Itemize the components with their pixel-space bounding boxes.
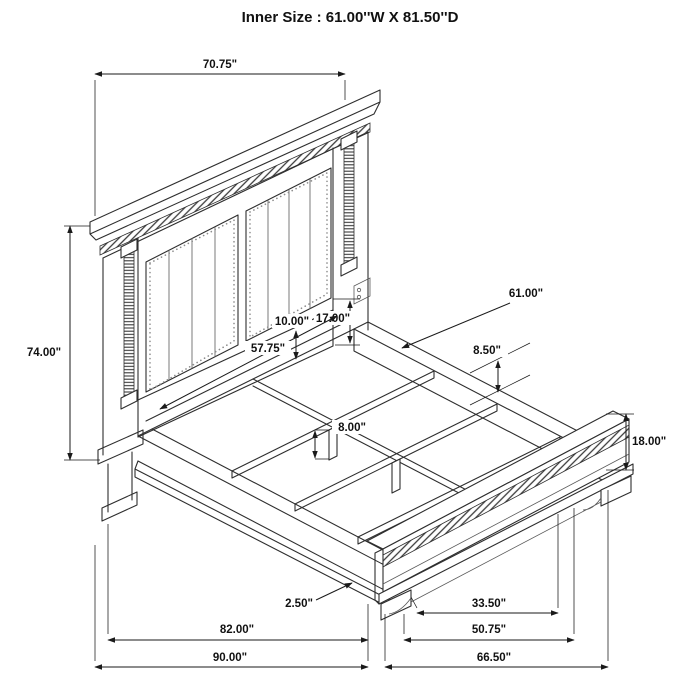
dim-overall-width: 66.50"	[384, 490, 609, 670]
dim-ext-foot-clearance-width	[410, 514, 559, 609]
footboard-base-molding	[378, 463, 634, 605]
dim-headboard-height: 74.00"	[27, 225, 100, 461]
dim-overall-length: 90.00"	[94, 545, 369, 670]
dim-base-trim-height: 2.50"	[285, 582, 353, 610]
bracket-bolt-hole-bottom	[356, 294, 362, 300]
dim-label-rail-length: 82.00"	[220, 624, 254, 636]
dim-ext-headboard-panel-offset	[333, 298, 360, 346]
headboard-right-carved-column	[343, 140, 355, 272]
dim-ext-footboard-height	[606, 413, 634, 471]
dim-footboard-section: 50.75"	[403, 508, 575, 643]
dim-foot-clearance-width: 33.50"	[410, 514, 559, 616]
dim-leader-base-trim-height	[315, 582, 353, 601]
diagram-title: Inner Size : 61.00''W X 81.50''D	[242, 9, 459, 26]
dim-label-headboard-base-height: 10.00"	[275, 316, 309, 328]
dim-label-center-leg-height: 8.00"	[338, 422, 366, 434]
dim-label-footboard-section: 50.75"	[472, 624, 506, 636]
dim-label-bg-inner-width	[502, 286, 548, 300]
dim-label-footboard-height: 18.00"	[632, 436, 666, 448]
headboard-left-carved-column	[123, 248, 135, 405]
dim-panel-width: 57.75"	[159, 315, 338, 410]
headboard-upholstered-panels	[145, 167, 332, 393]
dim-label-base-trim-height: 2.50"	[285, 598, 313, 610]
dim-label-panel-width: 57.75"	[251, 343, 285, 355]
dim-footboard-height: 18.00"	[606, 413, 672, 471]
dim-label-foot-clearance-width: 33.50"	[472, 598, 506, 610]
dim-label-bg-center-leg-height	[332, 420, 372, 434]
rail-mount-bracket	[353, 277, 371, 305]
dim-line-panel-width	[159, 315, 338, 410]
dim-label-headboard-width: 70.75"	[203, 59, 237, 71]
headboard-crown-carved-band	[99, 122, 371, 256]
bed-drawing	[89, 89, 634, 621]
dim-label-headboard-height: 74.00"	[27, 347, 61, 359]
footboard-bracket-feet	[380, 475, 632, 621]
headboard-crown-molding	[89, 89, 381, 259]
dim-label-bg-slat-offset	[466, 343, 508, 357]
dim-leader-inner-width	[401, 302, 511, 349]
headboard-left-column-caps	[120, 238, 138, 410]
footboard	[366, 410, 634, 621]
dim-center-leg-height: 8.00"	[312, 420, 372, 460]
left-side-rail	[134, 428, 405, 610]
footboard-foot-scrolls	[388, 497, 602, 615]
dim-label-bg-footboard-height	[630, 434, 672, 448]
footboard-molding-line	[382, 453, 630, 585]
dimensions: 70.75" 74.00" 61.00" 10.00" 17.00" 57.	[27, 59, 672, 670]
dim-ext-headboard-width	[94, 80, 346, 216]
dim-inner-width: 61.00"	[401, 286, 548, 349]
dim-headboard-panel-offset: 17.00"	[314, 298, 360, 346]
dim-slat-offset: 8.50"	[466, 342, 531, 406]
dim-headboard-width: 70.75"	[94, 59, 346, 216]
dim-label-inner-width: 61.00"	[509, 288, 543, 300]
dim-label-overall-length: 90.00"	[213, 652, 247, 664]
dim-label-slat-offset: 8.50"	[473, 345, 501, 357]
dim-ext-headboard-height	[64, 225, 100, 461]
dim-label-overall-width: 66.50"	[477, 652, 511, 664]
panel-channel-seams	[168, 179, 311, 380]
footboard-carved-band	[382, 424, 630, 568]
dim-rail-length: 82.00"	[107, 524, 369, 661]
dim-label-bg-panel-width	[245, 341, 291, 355]
footboard-left-end-cap	[374, 548, 384, 605]
headboard-left-pillar	[97, 237, 144, 522]
dim-ext-center-leg-height	[315, 429, 329, 460]
headboard-right-column-caps	[340, 130, 358, 277]
dim-label-headboard-panel-offset: 17.00"	[316, 313, 350, 325]
dim-ext-footboard-section	[403, 508, 575, 634]
dim-ext-overall-width	[384, 490, 609, 661]
right-side-rail	[353, 321, 621, 483]
bracket-bolt-hole-top	[356, 287, 362, 293]
dim-ext-rail-length	[107, 524, 369, 661]
